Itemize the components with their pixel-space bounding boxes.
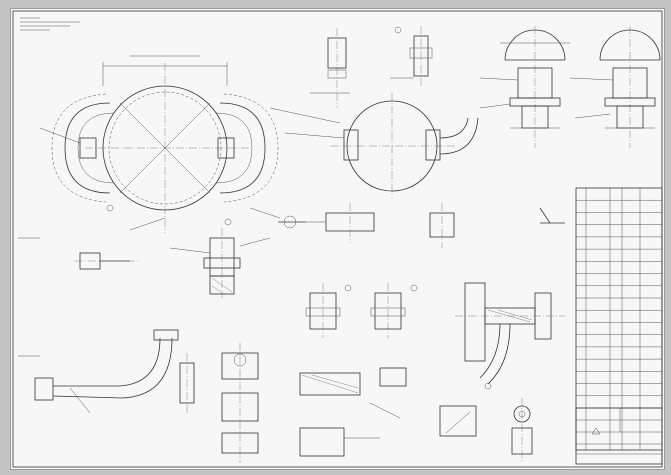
detail-bottom-small <box>439 398 533 463</box>
parts-list <box>575 187 663 451</box>
fitting-top-center <box>390 26 433 86</box>
top-right-view-b <box>569 26 661 148</box>
detail-lower-left <box>34 329 195 414</box>
sheet-border <box>12 10 663 468</box>
detail-center <box>305 283 418 338</box>
drawing-canvas: .ln{stroke:#333;stroke-width:0.8;fill:no… <box>12 10 663 468</box>
section-mid <box>278 203 565 248</box>
top-right-view-a <box>479 26 570 148</box>
detail-lower-mid <box>221 343 407 463</box>
side-view <box>269 28 479 198</box>
title-block <box>575 407 663 465</box>
section-left <box>75 228 271 298</box>
detail-lower-right <box>455 282 565 390</box>
front-view <box>39 55 281 233</box>
drawing-sheet: .ln{stroke:#333;stroke-width:0.8;fill:no… <box>10 8 665 470</box>
notes-block <box>20 17 80 31</box>
